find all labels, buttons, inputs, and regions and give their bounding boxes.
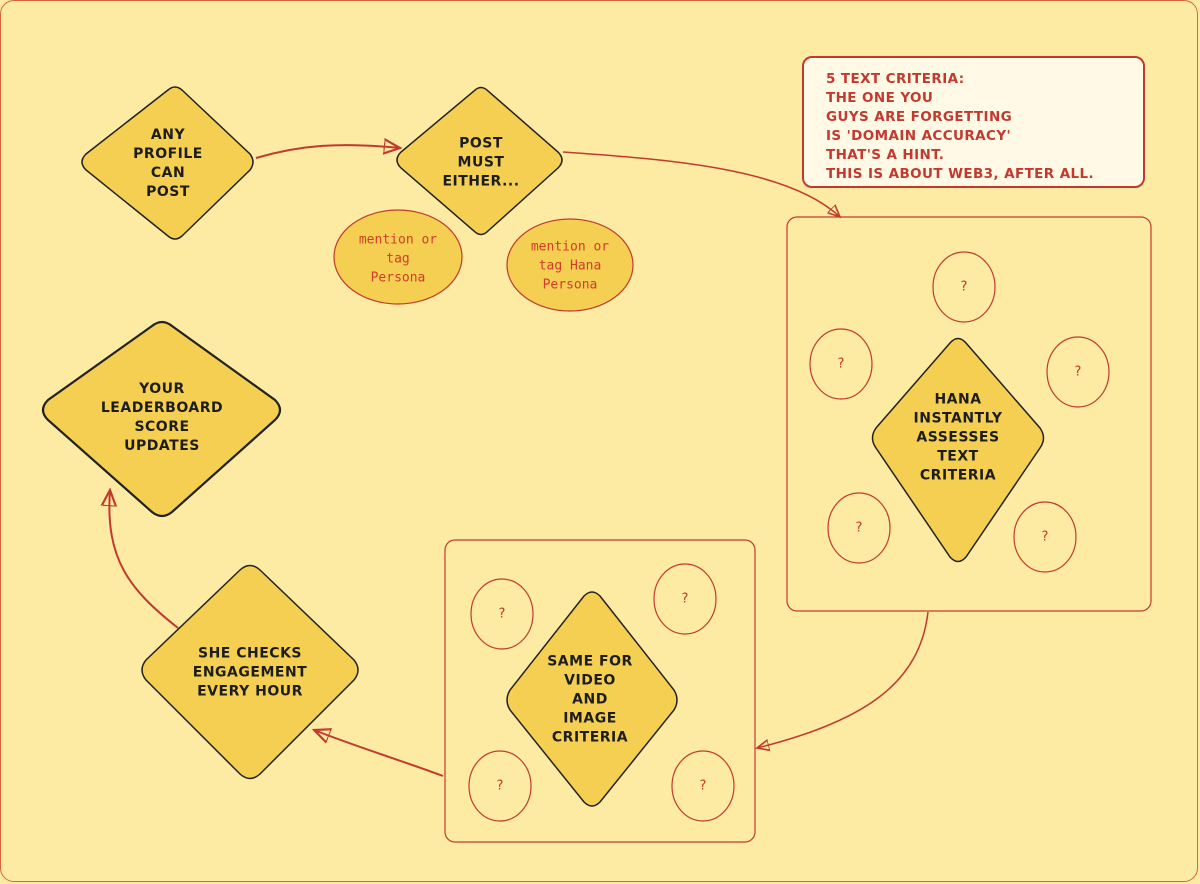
media-placeholder: ? — [681, 591, 689, 607]
diamond-any-profile — [81, 86, 254, 240]
media-circle — [470, 578, 534, 650]
criteria-placeholder: ? — [1074, 364, 1082, 380]
node-post-must-label: POST MUST EITHER... — [442, 135, 519, 192]
diamond-same-for-video — [506, 591, 678, 807]
label-line: CRITERIA — [551, 729, 629, 746]
option-ellipse-a — [333, 209, 463, 305]
label-line: UPDATES — [124, 438, 200, 454]
arrow-post-to-hana — [562, 151, 840, 217]
note-line: THE ONE YOU — [826, 90, 934, 106]
label-line: LEADERBOARD — [100, 400, 224, 416]
label-line: ASSESSES — [916, 429, 1000, 446]
label-line: YOUR — [139, 381, 185, 397]
label-line: PROFILE — [133, 146, 203, 162]
criteria-placeholder: ? — [960, 279, 968, 295]
arrow-profile-to-post — [255, 145, 400, 159]
label-line: CAN — [150, 165, 186, 181]
option-b-label: mention or tag Hana Persona — [531, 238, 609, 295]
diamond-hana-assesses — [871, 337, 1045, 563]
option-ellipse-b — [506, 218, 634, 312]
label-line: ANY — [150, 127, 186, 143]
media-circle — [671, 750, 735, 822]
label-line: SCORE — [134, 419, 190, 435]
media-circle — [653, 563, 717, 635]
label-line: IMAGE — [563, 710, 617, 727]
label-line: mention or — [358, 232, 438, 248]
label-line: TEXT — [937, 448, 979, 465]
label-line: EITHER... — [442, 173, 520, 190]
label-line: AND — [572, 691, 608, 708]
node-leaderboard-label: YOUR LEADERBOARD SCORE UPDATES — [101, 380, 223, 456]
option-a-label: mention or tag Persona — [359, 231, 437, 288]
label-line: tag — [386, 251, 410, 267]
criteria-circle — [932, 251, 996, 323]
note-line: IS 'DOMAIN ACCURACY' — [826, 128, 1012, 144]
criteria-circle — [1013, 501, 1077, 573]
note-line: 5 TEXT CRITERIA: — [826, 71, 965, 87]
label-line: POST — [146, 184, 190, 200]
label-line: Persona — [542, 277, 598, 293]
label-line: SHE CHECKS — [198, 645, 302, 662]
text-criteria-group — [786, 216, 1152, 612]
diamond-leaderboard — [41, 320, 282, 518]
label-line: SAME FOR — [547, 653, 633, 670]
label-line: ENGAGEMENT — [192, 664, 308, 681]
criteria-circle — [827, 492, 891, 564]
hint-note: 5 TEXT CRITERIA: THE ONE YOU GUYS ARE FO… — [802, 56, 1145, 188]
note-line: THIS IS ABOUT WEB3, AFTER ALL. — [826, 166, 1095, 182]
criteria-circle — [1046, 336, 1110, 408]
node-any-profile-label: ANY PROFILE CAN POST — [133, 126, 203, 202]
label-line: Persona — [370, 270, 426, 286]
label-line: INSTANTLY — [913, 410, 1003, 427]
arrow-hana-to-media — [757, 611, 929, 748]
media-placeholder: ? — [496, 778, 504, 794]
label-line: EVERY HOUR — [197, 683, 303, 700]
media-circle — [468, 750, 532, 822]
label-line: mention or — [530, 239, 610, 255]
criteria-placeholder: ? — [1041, 529, 1049, 545]
note-line: THAT'S A HINT. — [826, 147, 945, 163]
arrow-engagement-to-leaderboard — [109, 490, 179, 629]
label-line: VIDEO — [564, 672, 616, 689]
node-same-for-video-label: SAME FOR VIDEO AND IMAGE CRITERIA — [547, 653, 633, 748]
diamond-she-checks — [141, 564, 359, 780]
node-hana-assesses-label: HANA INSTANTLY ASSESSES TEXT CRITERIA — [914, 391, 1003, 486]
node-she-checks-label: SHE CHECKS ENGAGEMENT EVERY HOUR — [193, 645, 307, 702]
arrow-media-to-engagement — [314, 730, 444, 777]
media-placeholder: ? — [498, 606, 506, 622]
label-line: MUST — [457, 154, 505, 171]
label-line: tag Hana — [538, 258, 602, 274]
criteria-circle — [809, 328, 873, 400]
criteria-placeholder: ? — [855, 520, 863, 536]
label-line: POST — [459, 135, 503, 152]
criteria-placeholder: ? — [837, 356, 845, 372]
diamond-post-must — [396, 86, 563, 236]
note-line: GUYS ARE FORGETTING — [826, 109, 1013, 125]
label-line: CRITERIA — [919, 467, 997, 484]
media-placeholder: ? — [699, 778, 707, 794]
media-criteria-group — [444, 539, 756, 843]
label-line: HANA — [934, 391, 982, 408]
